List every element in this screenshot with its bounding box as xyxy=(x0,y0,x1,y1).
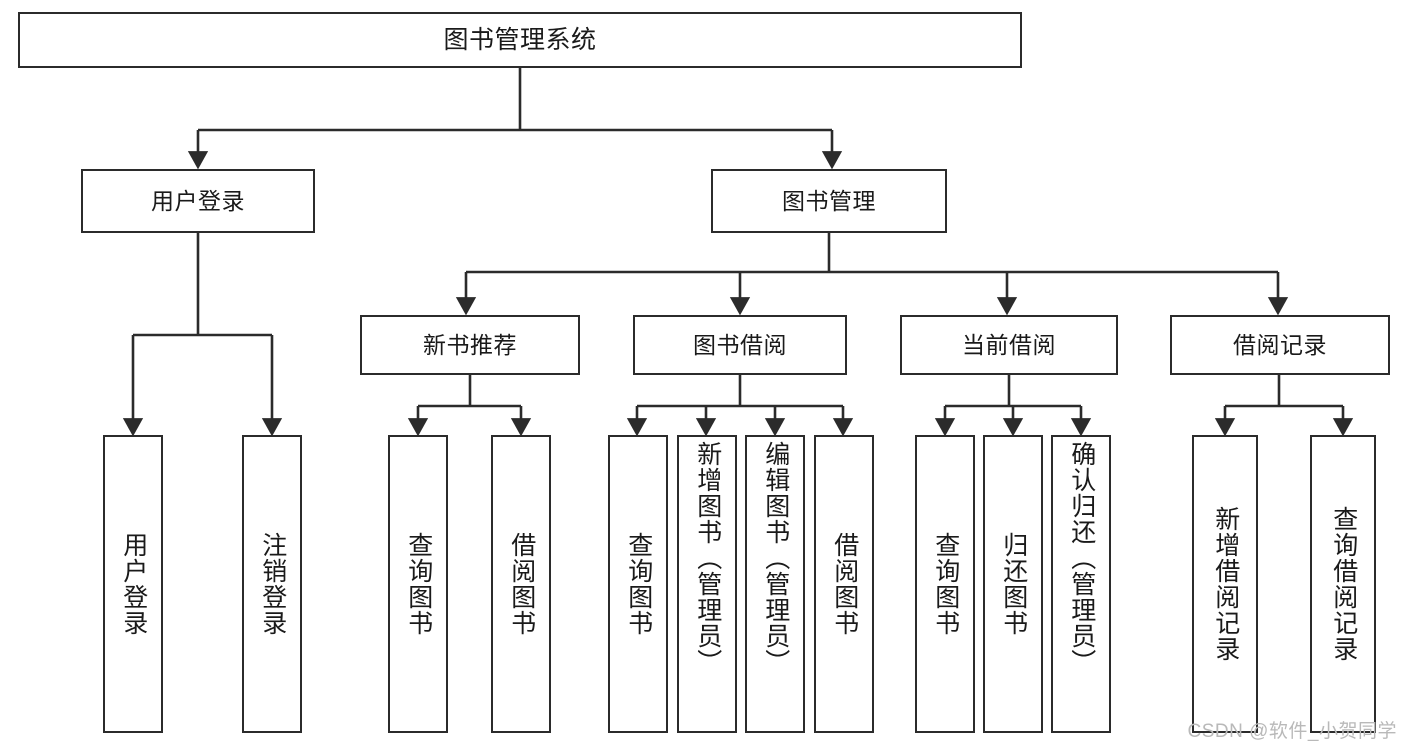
node-label: 查询图书 xyxy=(404,532,433,636)
node-leaf-user-login[interactable]: 用户登录 xyxy=(103,435,163,733)
node-leaf-query-book-borrow[interactable]: 查询图书 xyxy=(608,435,668,733)
node-leaf-borrow-book-recommend[interactable]: 借阅图书 xyxy=(491,435,551,733)
node-label: 查询图书 xyxy=(624,532,653,636)
node-book-borrow[interactable]: 图书借阅 xyxy=(633,315,847,375)
node-label: 新增借阅记录 xyxy=(1211,506,1240,662)
node-label: 注销登录 xyxy=(258,532,287,636)
node-label: 新书推荐 xyxy=(423,331,517,358)
node-new-book-recommend[interactable]: 新书推荐 xyxy=(360,315,580,375)
node-leaf-borrow-book[interactable]: 借阅图书 xyxy=(814,435,874,733)
node-leaf-confirm-return-admin[interactable]: 确认归还（管理员） xyxy=(1051,435,1111,733)
node-label: 当前借阅 xyxy=(962,331,1056,358)
node-label: 借阅记录 xyxy=(1233,331,1327,358)
node-label: 归还图书 xyxy=(999,532,1028,636)
node-leaf-query-borrow-record[interactable]: 查询借阅记录 xyxy=(1310,435,1376,733)
node-label: 查询借阅记录 xyxy=(1329,506,1358,662)
node-leaf-add-book-admin[interactable]: 新增图书（管理员） xyxy=(677,435,737,733)
node-label: 借阅图书 xyxy=(507,532,536,636)
node-leaf-return-book[interactable]: 归还图书 xyxy=(983,435,1043,733)
node-label: 用户登录 xyxy=(119,532,148,636)
node-label: 用户登录 xyxy=(151,187,245,214)
node-borrow-records[interactable]: 借阅记录 xyxy=(1170,315,1390,375)
node-label: 新增图书（管理员） xyxy=(693,441,722,675)
node-root-system[interactable]: 图书管理系统 xyxy=(18,12,1022,68)
node-label: 确认归还（管理员） xyxy=(1067,441,1096,675)
node-user-login[interactable]: 用户登录 xyxy=(81,169,315,233)
node-current-borrow[interactable]: 当前借阅 xyxy=(900,315,1118,375)
node-label: 编辑图书（管理员） xyxy=(761,441,790,675)
node-label: 图书管理系统 xyxy=(443,25,597,54)
node-book-management[interactable]: 图书管理 xyxy=(711,169,947,233)
node-leaf-edit-book-admin[interactable]: 编辑图书（管理员） xyxy=(745,435,805,733)
node-label: 图书借阅 xyxy=(693,331,787,358)
node-label: 查询图书 xyxy=(931,532,960,636)
node-label: 借阅图书 xyxy=(830,532,859,636)
node-leaf-logout[interactable]: 注销登录 xyxy=(242,435,302,733)
node-label: 图书管理 xyxy=(782,187,876,214)
node-leaf-add-borrow-record[interactable]: 新增借阅记录 xyxy=(1192,435,1258,733)
node-leaf-query-book-current[interactable]: 查询图书 xyxy=(915,435,975,733)
node-leaf-query-book-recommend[interactable]: 查询图书 xyxy=(388,435,448,733)
